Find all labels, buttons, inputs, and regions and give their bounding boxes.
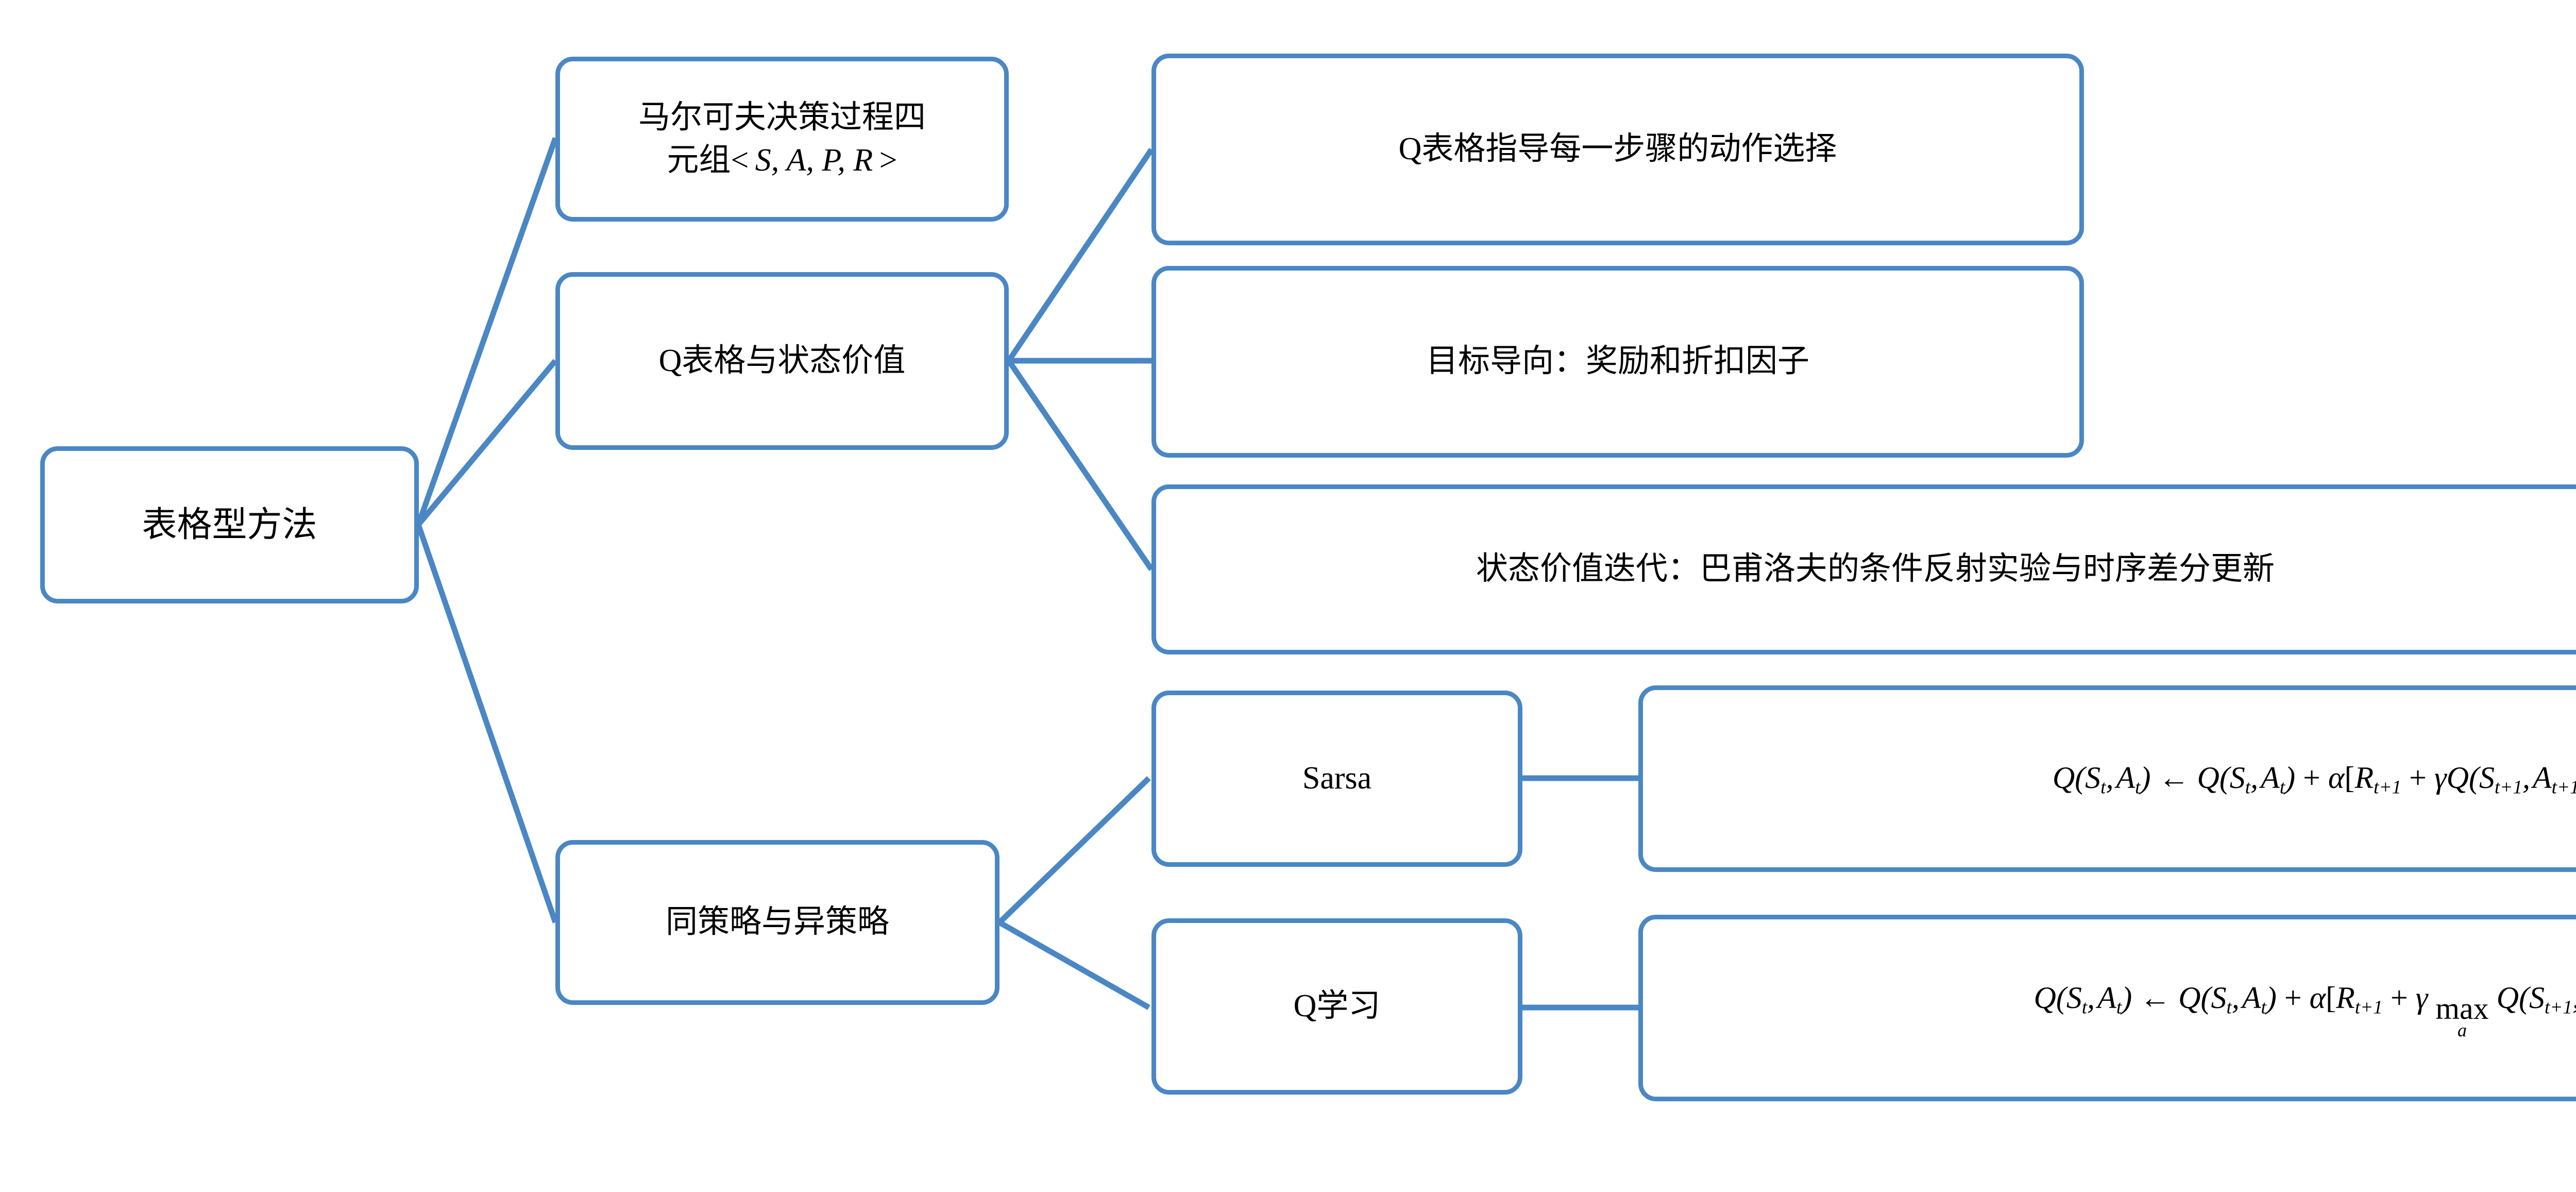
node-policy-label: 同策略与异策略 bbox=[665, 904, 889, 940]
node-qtable[interactable]: Q表格与状态价值 bbox=[555, 272, 1009, 450]
node-mdp-line1: 马尔可夫决策过程四 bbox=[638, 99, 926, 135]
node-leaf-action-label: Q表格指导每一步骤的动作选择 bbox=[1398, 131, 1837, 167]
node-leaf-value[interactable]: 状态价值迭代：巴甫洛夫的条件反射实验与时序差分更新 bbox=[1151, 484, 2576, 654]
node-root[interactable]: 表格型方法 bbox=[40, 446, 419, 603]
edge-qtable-to-action bbox=[1006, 147, 1154, 363]
node-mdp-line2-suffix: > bbox=[873, 143, 897, 178]
node-qlearning[interactable]: Q学习 bbox=[1151, 918, 1522, 1095]
node-mdp-tuple: S, A, P, R bbox=[755, 143, 873, 178]
node-policy[interactable]: 同策略与异策略 bbox=[555, 840, 999, 1005]
node-mdp-line2-prefix: 元组< bbox=[667, 143, 755, 178]
edge-policy-to-sarsa bbox=[997, 776, 1151, 925]
node-mdp[interactable]: 马尔可夫决策过程四 元组< S, A, P, R > bbox=[555, 57, 1009, 222]
sarsa-formula-expression: Q(St, At) ← Q(St, At) + α[Rt+1 + γQ(St+1… bbox=[2052, 760, 2576, 798]
node-qtable-label: Q表格与状态价值 bbox=[658, 343, 906, 378]
node-root-label: 表格型方法 bbox=[142, 505, 317, 544]
edge-policy-to-qlearning bbox=[998, 920, 1150, 1010]
node-mdp-label: 马尔可夫决策过程四 元组< S, A, P, R > bbox=[573, 96, 991, 182]
node-sarsa[interactable]: Sarsa bbox=[1151, 691, 1522, 867]
edge-root-to-qtable bbox=[416, 359, 558, 527]
node-leaf-goal-label: 目标导向：奖励和折扣因子 bbox=[1426, 344, 1809, 379]
node-sarsa-formula[interactable]: Q(St, At) ← Q(St, At) + α[Rt+1 + γQ(St+1… bbox=[1638, 685, 2576, 872]
node-leaf-goal[interactable]: 目标导向：奖励和折扣因子 bbox=[1151, 266, 2084, 458]
node-leaf-action[interactable]: Q表格指导每一步骤的动作选择 bbox=[1151, 54, 2084, 245]
node-sarsa-label: Sarsa bbox=[1302, 761, 1372, 796]
node-leaf-value-label: 状态价值迭代：巴甫洛夫的条件反射实验与时序差分更新 bbox=[1476, 551, 2275, 587]
node-qlearning-label: Q学习 bbox=[1293, 988, 1381, 1024]
edge-root-to-policy bbox=[415, 524, 558, 924]
edge-qtable-to-value bbox=[1006, 359, 1154, 572]
edge-root-to-mdp bbox=[415, 137, 558, 526]
